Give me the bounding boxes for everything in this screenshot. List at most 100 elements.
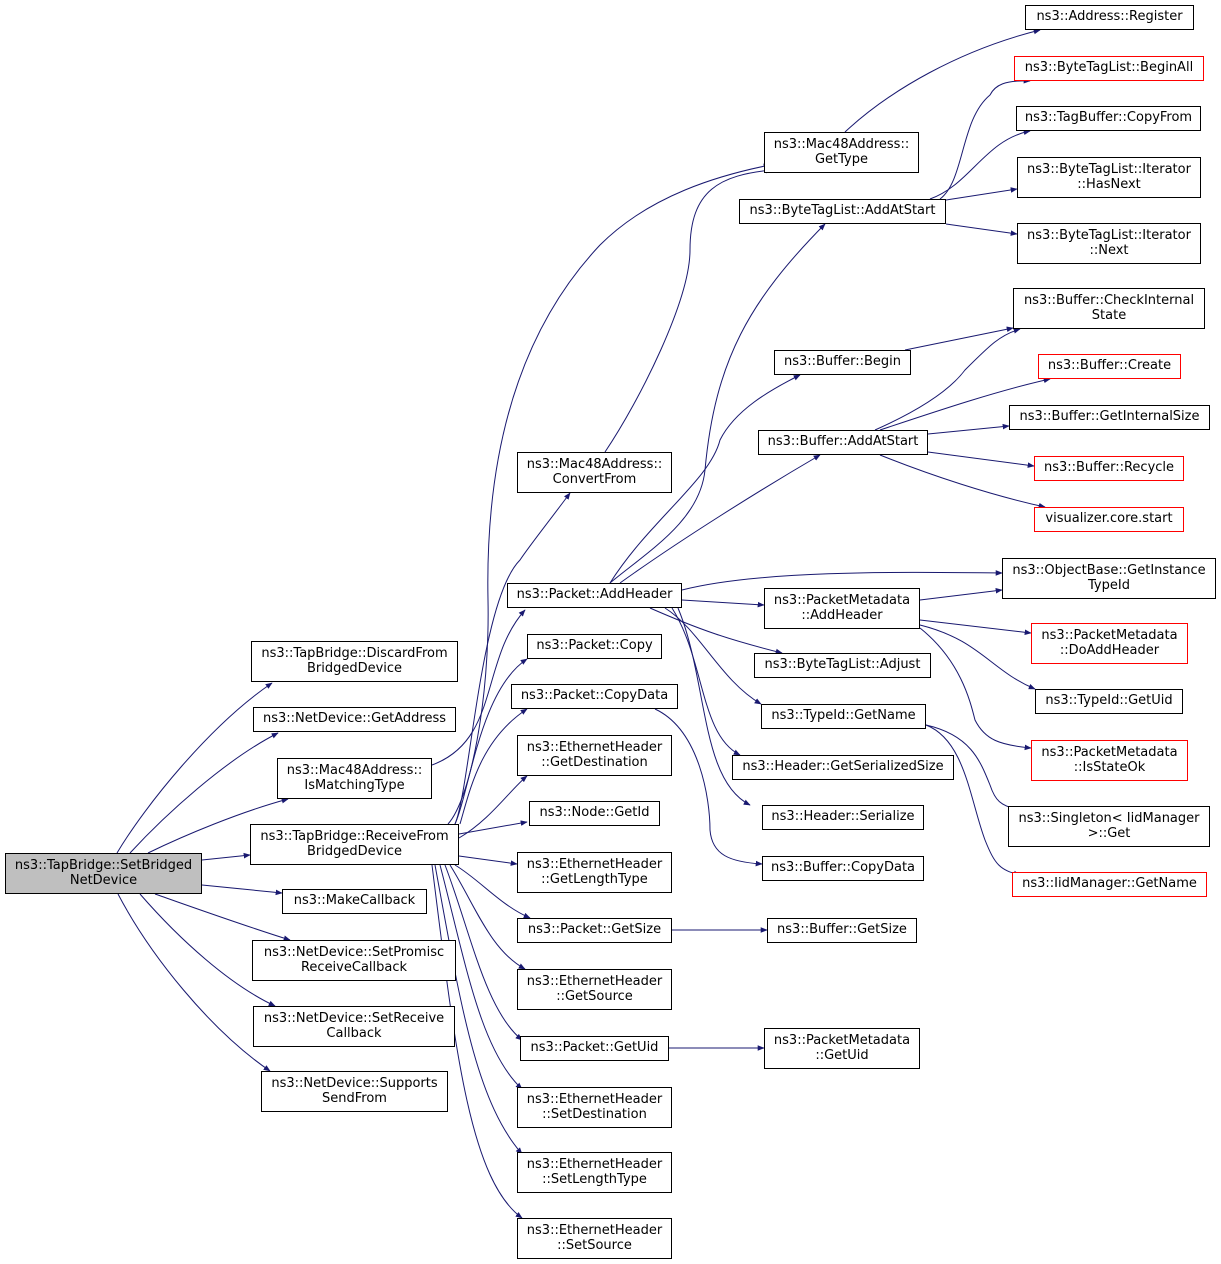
call-edge — [458, 855, 518, 866]
node-packet-getsize[interactable]: ns3::Packet::GetSize — [517, 918, 672, 943]
node-ethernetheader-setdestination[interactable]: ns3::EthernetHeader ::SetDestination — [517, 1087, 672, 1128]
call-edge — [919, 587, 1003, 601]
call-edge — [129, 732, 279, 854]
call-edges — [116, 28, 1051, 1219]
node-packetmetadata-getuid[interactable]: ns3::PacketMetadata ::GetUid — [764, 1028, 920, 1069]
node-netdevice-getaddress[interactable]: ns3::NetDevice::GetAddress — [253, 707, 456, 732]
node-packetmetadata-addheader[interactable]: ns3::PacketMetadata ::AddHeader — [764, 588, 920, 629]
call-edge — [919, 619, 1032, 636]
node-objectbase-getinstancetypeid[interactable]: ns3::ObjectBase::GetInstance TypeId — [1002, 558, 1216, 599]
node-buffer-getinternalsize[interactable]: ns3::Buffer::GetInternalSize — [1009, 405, 1210, 430]
node-packet-addheader[interactable]: ns3::Packet::AddHeader — [507, 583, 682, 608]
node-buffer-recycle[interactable]: ns3::Buffer::Recycle — [1034, 456, 1184, 481]
call-edge — [454, 864, 531, 919]
call-edge — [919, 624, 1036, 690]
node-makecallback[interactable]: ns3::MakeCallback — [282, 889, 427, 914]
call-edge — [458, 820, 528, 835]
node-header-getserializedsize[interactable]: ns3::Header::GetSerializedSize — [732, 755, 954, 780]
call-edge — [431, 609, 526, 766]
node-buffer-addatstart[interactable]: ns3::Buffer::AddAtStart — [758, 430, 928, 455]
node-buffer-checkinternalstate[interactable]: ns3::Buffer::CheckInternal State — [1013, 288, 1205, 329]
node-packet-copy[interactable]: ns3::Packet::Copy — [527, 634, 662, 659]
node-ethernetheader-setsource[interactable]: ns3::EthernetHeader ::SetSource — [517, 1218, 672, 1259]
node-bytetaglist-addatstart[interactable]: ns3::ByteTagList::AddAtStart — [739, 199, 946, 224]
call-edge — [654, 708, 763, 867]
call-edge — [681, 599, 765, 608]
node-mac48address-gettype[interactable]: ns3::Mac48Address:: GetType — [764, 132, 919, 173]
node-visualizer-core-start[interactable]: visualizer.core.start — [1034, 507, 1184, 532]
call-edge — [117, 893, 271, 1072]
call-edge — [925, 724, 1021, 877]
node-iidmanager-getname[interactable]: ns3::IidManager::GetName — [1012, 872, 1207, 897]
node-mac48address-ismatchingtype[interactable]: ns3::Mac48Address:: IsMatchingType — [277, 758, 432, 799]
node-buffer-getsize[interactable]: ns3::Buffer::GetSize — [767, 918, 917, 943]
call-edge — [449, 864, 526, 970]
node-netdevice-supportssendfrom[interactable]: ns3::NetDevice::Supports SendFrom — [261, 1071, 448, 1112]
call-edge — [116, 682, 273, 854]
node-buffer-begin[interactable]: ns3::Buffer::Begin — [774, 350, 911, 375]
node-node-getid[interactable]: ns3::Node::GetId — [529, 801, 660, 826]
node-bytetaglist-iterator-next[interactable]: ns3::ByteTagList::Iterator ::Next — [1017, 223, 1201, 264]
node-header-serialize[interactable]: ns3::Header::Serialize — [762, 805, 924, 830]
call-edge — [619, 454, 821, 584]
call-edge — [459, 708, 528, 825]
call-edge — [945, 223, 1018, 236]
call-edge — [454, 658, 528, 825]
call-edge — [447, 163, 771, 825]
call-edge — [454, 492, 571, 825]
node-tapbridge-receivefrombridgeddevice[interactable]: ns3::TapBridge::ReceiveFrom BridgedDevic… — [250, 824, 459, 865]
call-edge — [649, 607, 783, 655]
node-typeid-getname[interactable]: ns3::TypeId::GetName — [761, 704, 926, 729]
call-edge — [604, 167, 773, 453]
call-edge — [139, 893, 276, 1007]
node-address-register[interactable]: ns3::Address::Register — [1025, 5, 1194, 30]
call-edge — [609, 223, 826, 584]
node-buffer-copydata[interactable]: ns3::Buffer::CopyData — [762, 856, 924, 881]
call-edge — [904, 326, 1014, 351]
call-edge — [434, 864, 523, 1155]
node-tapbridge-discardfrombridgeddevice[interactable]: ns3::TapBridge::DiscardFrom BridgedDevic… — [251, 641, 458, 682]
call-edge — [945, 187, 1018, 201]
node-ethernetheader-getsource[interactable]: ns3::EthernetHeader ::GetSource — [517, 969, 672, 1010]
call-edge — [927, 423, 1010, 435]
node-typeid-getuid[interactable]: ns3::TypeId::GetUid — [1035, 689, 1183, 714]
node-bytetaglist-beginall[interactable]: ns3::ByteTagList::BeginAll — [1014, 56, 1204, 81]
call-edge — [671, 607, 741, 756]
node-packetmetadata-doaddheader[interactable]: ns3::PacketMetadata ::DoAddHeader — [1031, 623, 1188, 664]
call-edge — [201, 852, 251, 861]
node-packetmetadata-isstateok[interactable]: ns3::PacketMetadata ::IsStateOk — [1031, 740, 1188, 781]
call-edge — [879, 454, 1046, 509]
node-tapbridge-setbridgednetdevice: ns3::TapBridge::SetBridged NetDevice — [5, 853, 202, 894]
node-netdevice-setreceivecallback[interactable]: ns3::NetDevice::SetReceive Callback — [253, 1006, 455, 1047]
node-ethernetheader-getlengthtype[interactable]: ns3::EthernetHeader ::GetLengthType — [517, 852, 672, 893]
call-edge — [939, 77, 1031, 200]
node-tagbuffer-copyfrom[interactable]: ns3::TagBuffer::CopyFrom — [1016, 106, 1201, 131]
call-edge — [431, 864, 523, 1219]
node-netdevice-setpromiscreceivecallback[interactable]: ns3::NetDevice::SetPromisc ReceiveCallba… — [252, 940, 456, 981]
call-edge — [919, 627, 1032, 751]
call-edge — [677, 607, 751, 806]
call-edge — [147, 797, 289, 854]
node-buffer-create[interactable]: ns3::Buffer::Create — [1038, 354, 1181, 379]
call-edge — [458, 775, 528, 839]
node-ethernetheader-getdestination[interactable]: ns3::EthernetHeader ::GetDestination — [517, 735, 672, 776]
node-bytetaglist-iterator-hasnext[interactable]: ns3::ByteTagList::Iterator ::HasNext — [1017, 157, 1201, 198]
call-edge — [154, 893, 291, 941]
call-edge — [609, 374, 801, 584]
node-bytetaglist-adjust[interactable]: ns3::ByteTagList::Adjust — [754, 653, 931, 678]
call-edge — [664, 607, 762, 705]
call-edge — [444, 864, 523, 1041]
node-packet-copydata[interactable]: ns3::Packet::CopyData — [511, 684, 678, 709]
call-edge — [844, 28, 1041, 133]
call-edge — [201, 884, 283, 896]
call-edge — [927, 451, 1035, 468]
call-edge — [439, 864, 523, 1090]
call-edge — [925, 724, 1021, 812]
node-ethernetheader-setlengthtype[interactable]: ns3::EthernetHeader ::SetLengthType — [517, 1152, 672, 1193]
call-edge — [681, 570, 1003, 591]
call-edge — [879, 377, 1051, 431]
node-singleton-iidmanager-get[interactable]: ns3::Singleton< IidManager >::Get — [1008, 806, 1210, 847]
node-packet-getuid[interactable]: ns3::Packet::GetUid — [520, 1036, 669, 1061]
node-mac48address-convertfrom[interactable]: ns3::Mac48Address:: ConvertFrom — [517, 452, 672, 493]
call-edge — [929, 129, 1031, 200]
